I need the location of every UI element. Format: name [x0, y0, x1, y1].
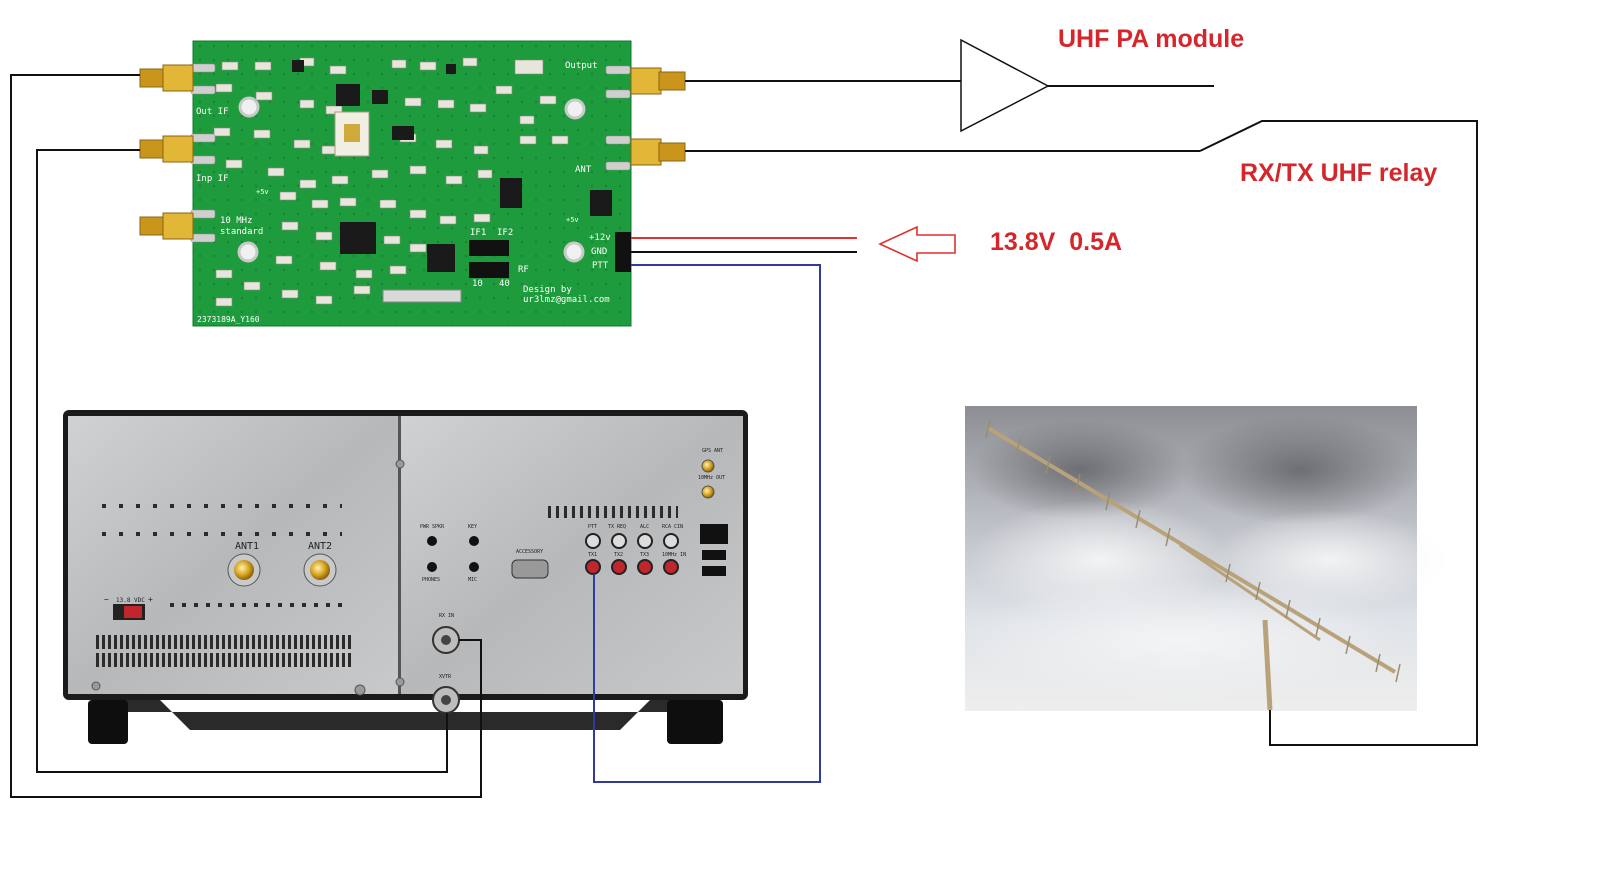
pcb-if2-label: IF2: [497, 228, 513, 238]
rca-top-4-label: RCA CIN: [662, 524, 683, 530]
rca-bottom-1-label: TX1: [588, 552, 597, 558]
pcb-out-if-label: Out IF: [196, 107, 229, 117]
sma-output: [630, 67, 686, 95]
rca-top-2-label: TX REQ: [608, 524, 626, 530]
mic-label: MIC: [468, 577, 477, 583]
rca-bottom-3-label: TX3: [640, 552, 649, 558]
xvtr-label: XVTR: [439, 674, 452, 680]
ant1-connector: [227, 553, 261, 587]
rca-bottom-4-label: 10MHz IN: [662, 552, 686, 558]
dc-plus-label: +: [148, 595, 153, 604]
phones-label: PHONES: [422, 577, 440, 583]
pcb-output-label: Output: [565, 61, 598, 71]
pcb-ptt-label: PTT: [592, 261, 609, 271]
pcb-ant-label: ANT: [575, 165, 592, 175]
ant1-label: ANT1: [235, 541, 259, 552]
pcb-12v-label: +12v: [589, 233, 611, 243]
mounting-holes: [237, 96, 586, 263]
gps-ant-label: GPS ANT: [702, 448, 723, 454]
accessory-label: ACCESSORY: [516, 549, 543, 555]
rx-in-connector: [432, 626, 460, 654]
rca-bottom-2-label: TX2: [614, 552, 623, 558]
pcb-design-by-label: Design by: [523, 285, 572, 295]
jumpers: [382, 232, 631, 303]
pcb-plus5v-label: +5v: [256, 188, 269, 196]
ethernet-port: [700, 524, 728, 544]
power-arrow-icon: [878, 225, 956, 263]
audio-jacks: [427, 536, 479, 572]
sma-ant: [630, 138, 686, 166]
dc-label: 13.8 VDC: [116, 597, 145, 604]
rca-top-3-label: ALC: [640, 524, 649, 530]
xvtr-connector: [432, 686, 460, 714]
ant2-label: ANT2: [308, 541, 332, 552]
rx-tx-relay-label: RX/TX UHF relay: [1240, 159, 1438, 187]
smd-components: [213, 57, 569, 307]
usb-port-2: [702, 566, 726, 576]
vent-holes: [96, 504, 678, 667]
pcb-email-label: ur3lmz@gmail.com: [523, 295, 610, 305]
wires-black: [10, 74, 1478, 798]
pcb-standard-label: standard: [220, 227, 263, 237]
pcb-board-id-label: 2373189A_Y160: [197, 315, 260, 324]
pcb-40-label: 40: [499, 279, 510, 289]
pcb-10mhz-label: 10 MHz: [220, 216, 253, 226]
ant2-connector: [303, 553, 337, 587]
pcb-10-label: 10: [472, 279, 483, 289]
sma-connectors: [139, 64, 686, 240]
ics: [292, 60, 612, 272]
power-supply-label: 13.8V 0.5A: [990, 228, 1123, 256]
10mhz-out-label: 10MHz OUT: [698, 475, 725, 481]
pwr-spkr-label: PWR SPKR: [420, 524, 445, 530]
pcb-board: Out IF Inp IF 10 MHz standard Output ANT…: [190, 40, 632, 327]
radio-rear-panel: ANT1 ANT2 − 13.8 VDC + PWR SPKR KEY PHON…: [63, 410, 748, 744]
accessory-connector: [511, 559, 549, 579]
mixer-module: [334, 111, 370, 157]
sma-out-if: [139, 64, 194, 92]
key-label: KEY: [468, 524, 477, 530]
pcb-rf-label: RF: [518, 265, 529, 275]
pcb-plus5v-label-2: +5v: [566, 216, 579, 224]
pcb-inp-if-label: Inp IF: [196, 174, 229, 184]
sma-10mhz: [139, 212, 194, 240]
rca-jacks: [585, 533, 679, 575]
usb-port-1: [702, 550, 726, 560]
pcb-gnd-label: GND: [591, 247, 607, 257]
rx-in-label: RX IN: [439, 613, 454, 619]
uhf-pa-module-label: UHF PA module: [1058, 25, 1245, 53]
wire-blue-ptt: [593, 264, 821, 783]
yagi-antenna-photo: [960, 406, 1450, 711]
sma-inp-if: [139, 135, 194, 163]
pa-amplifier-symbol: [960, 38, 1050, 133]
rca-top-1-label: PTT: [588, 524, 597, 530]
dc-minus-label: −: [104, 595, 109, 604]
pcb-if1-label: IF1: [470, 228, 486, 238]
